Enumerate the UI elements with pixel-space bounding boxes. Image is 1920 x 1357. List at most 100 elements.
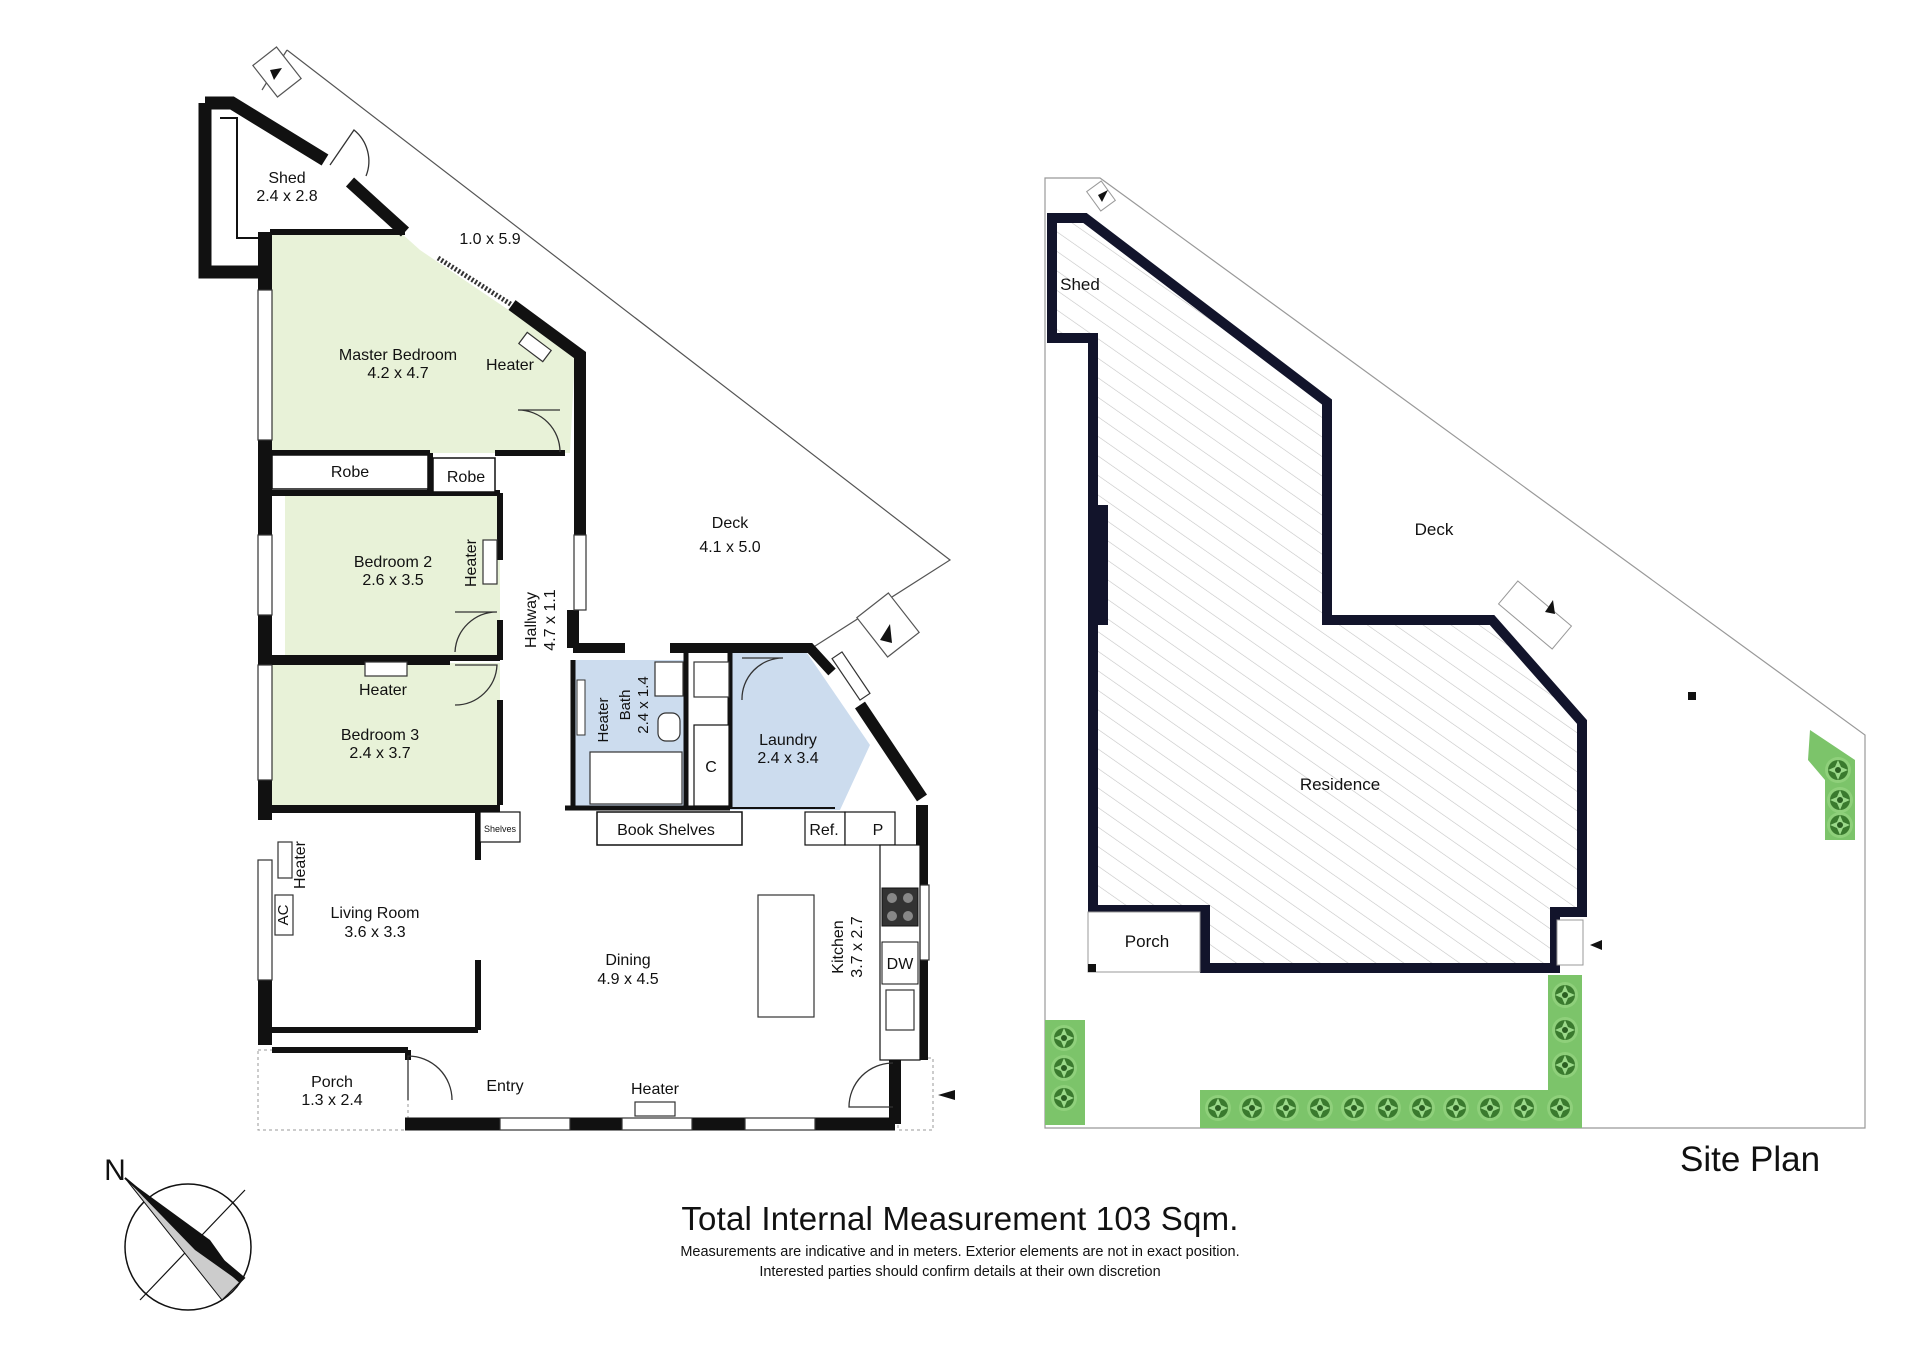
heater-bed3 [364,661,408,677]
left-window-3 [257,664,273,781]
deck-size: 4.1 x 5.0 [699,539,760,556]
site-shed-label: Shed [1060,275,1100,294]
porch-fill [257,1049,409,1131]
living-size: 3.6 x 3.3 [344,924,405,941]
entry-porch-right [897,1057,934,1131]
master-name: Master Bedroom [339,347,457,364]
heater-dining [634,1101,676,1117]
cupboard [693,724,730,807]
heater-label-dining: Heater [631,1081,680,1098]
deck-arrow-icon [880,624,892,643]
ref-label: Ref. [809,822,838,839]
heater-bed2 [482,539,498,585]
shed-inner [220,117,265,239]
laundry-diag-wall [855,701,927,802]
bed2-size: 2.6 x 3.5 [362,572,423,589]
hall-right-wall [567,453,586,648]
site-boundary [1044,177,1866,1129]
bottom-window-1 [499,1117,571,1131]
hallway-size: 4.7 x 1.1 [542,589,559,650]
bed2-name: Bedroom 2 [354,554,432,571]
garden-corner-shrubs [1825,757,1853,838]
book-shelves [596,811,743,846]
burner [887,911,897,921]
ac-unit [274,894,294,936]
bedroom3-fill [272,663,500,806]
heater-label-bed3: Heater [359,682,408,699]
residence-wall-notch [1098,505,1108,625]
site-porch [1087,911,1201,973]
compass: N [104,1154,252,1311]
cupboard-label: C [705,759,717,776]
robe-label-1: Robe [331,464,369,481]
deck-name: Deck [712,515,749,532]
master-door [517,409,561,453]
burner [903,893,913,903]
robe-1 [271,454,429,490]
site-porch-label: Porch [1125,932,1169,951]
book-shelves-label: Book Shelves [617,822,715,839]
dishwasher [881,941,919,985]
site-residence-label: Residence [1300,775,1380,794]
left-window-1 [257,289,273,441]
bed3-size: 2.4 x 3.7 [349,745,410,762]
garden-left-shrubs [1051,1025,1077,1111]
pantry [844,811,896,846]
master-diag-wall [508,300,586,453]
laundry-tub [693,661,730,698]
entry-label: Entry [486,1078,523,1095]
robe-label-2: Robe [447,469,485,486]
site-porch-post [1088,964,1096,972]
laundry-door [741,657,784,701]
heater-label-bath: Heater [595,697,612,742]
heater-label-master: Heater [486,357,535,374]
shed-name: Shed [268,170,305,187]
laundry-size: 2.4 x 3.4 [757,750,818,767]
site-entry-arrow-icon [1590,940,1602,950]
bed3-name: Bedroom 3 [341,727,419,744]
master-size: 4.2 x 4.7 [367,365,428,382]
garden-side-shrubs [1552,982,1578,1078]
site-deck-step [1497,580,1573,650]
laundry-name: Laundry [759,732,817,749]
living-shelves [479,811,521,843]
bath-size: 2.4 x 1.4 [635,676,652,734]
kitchen-size: 3.7 x 2.7 [849,916,866,977]
kitchen-door [848,1062,894,1108]
dining-size: 4.9 x 4.5 [597,971,658,988]
walkway-arrow-icon [270,68,282,80]
master-window [436,255,514,308]
burner [903,911,913,921]
bath-vanity [654,661,684,697]
master-bedroom-fill [272,232,575,453]
bath-name: Bath [617,690,634,721]
bed2-door [454,611,498,653]
hallway-name: Hallway [523,592,540,648]
compass-needle-arrow-icon [125,1178,240,1282]
heater-label-bed2: Heater [463,538,480,587]
living-walls [272,807,481,1060]
walkway-size: 1.0 x 5.9 [459,231,520,248]
left-window-2 [257,534,273,616]
burner [887,893,897,903]
robe-2 [432,457,496,493]
kitchen-island [757,894,815,1018]
ac-label: AC [275,904,292,925]
entry-arrow-icon [938,1090,955,1100]
site-entry-step [1556,919,1584,966]
entry-door [407,1055,453,1101]
kitchen-name: Kitchen [830,920,847,973]
site-deck-arrow-icon [1545,600,1555,614]
kitchen-right-wall [889,805,928,1124]
bottom-window-2 [621,1117,693,1131]
shed-wall-left [198,103,265,279]
site-plan-title: Site Plan [1680,1140,1821,1179]
deck-step [856,592,920,658]
bottom-window-3 [744,1117,816,1131]
floor-plan: Shed 2.4 x 2.8 1.0 x 5.9 Master Bedroom … [198,46,955,1131]
heater-bath [576,679,586,736]
porch-size: 1.3 x 2.4 [301,1092,362,1109]
residence [1047,213,1587,973]
kitchen-sink [885,989,915,1031]
